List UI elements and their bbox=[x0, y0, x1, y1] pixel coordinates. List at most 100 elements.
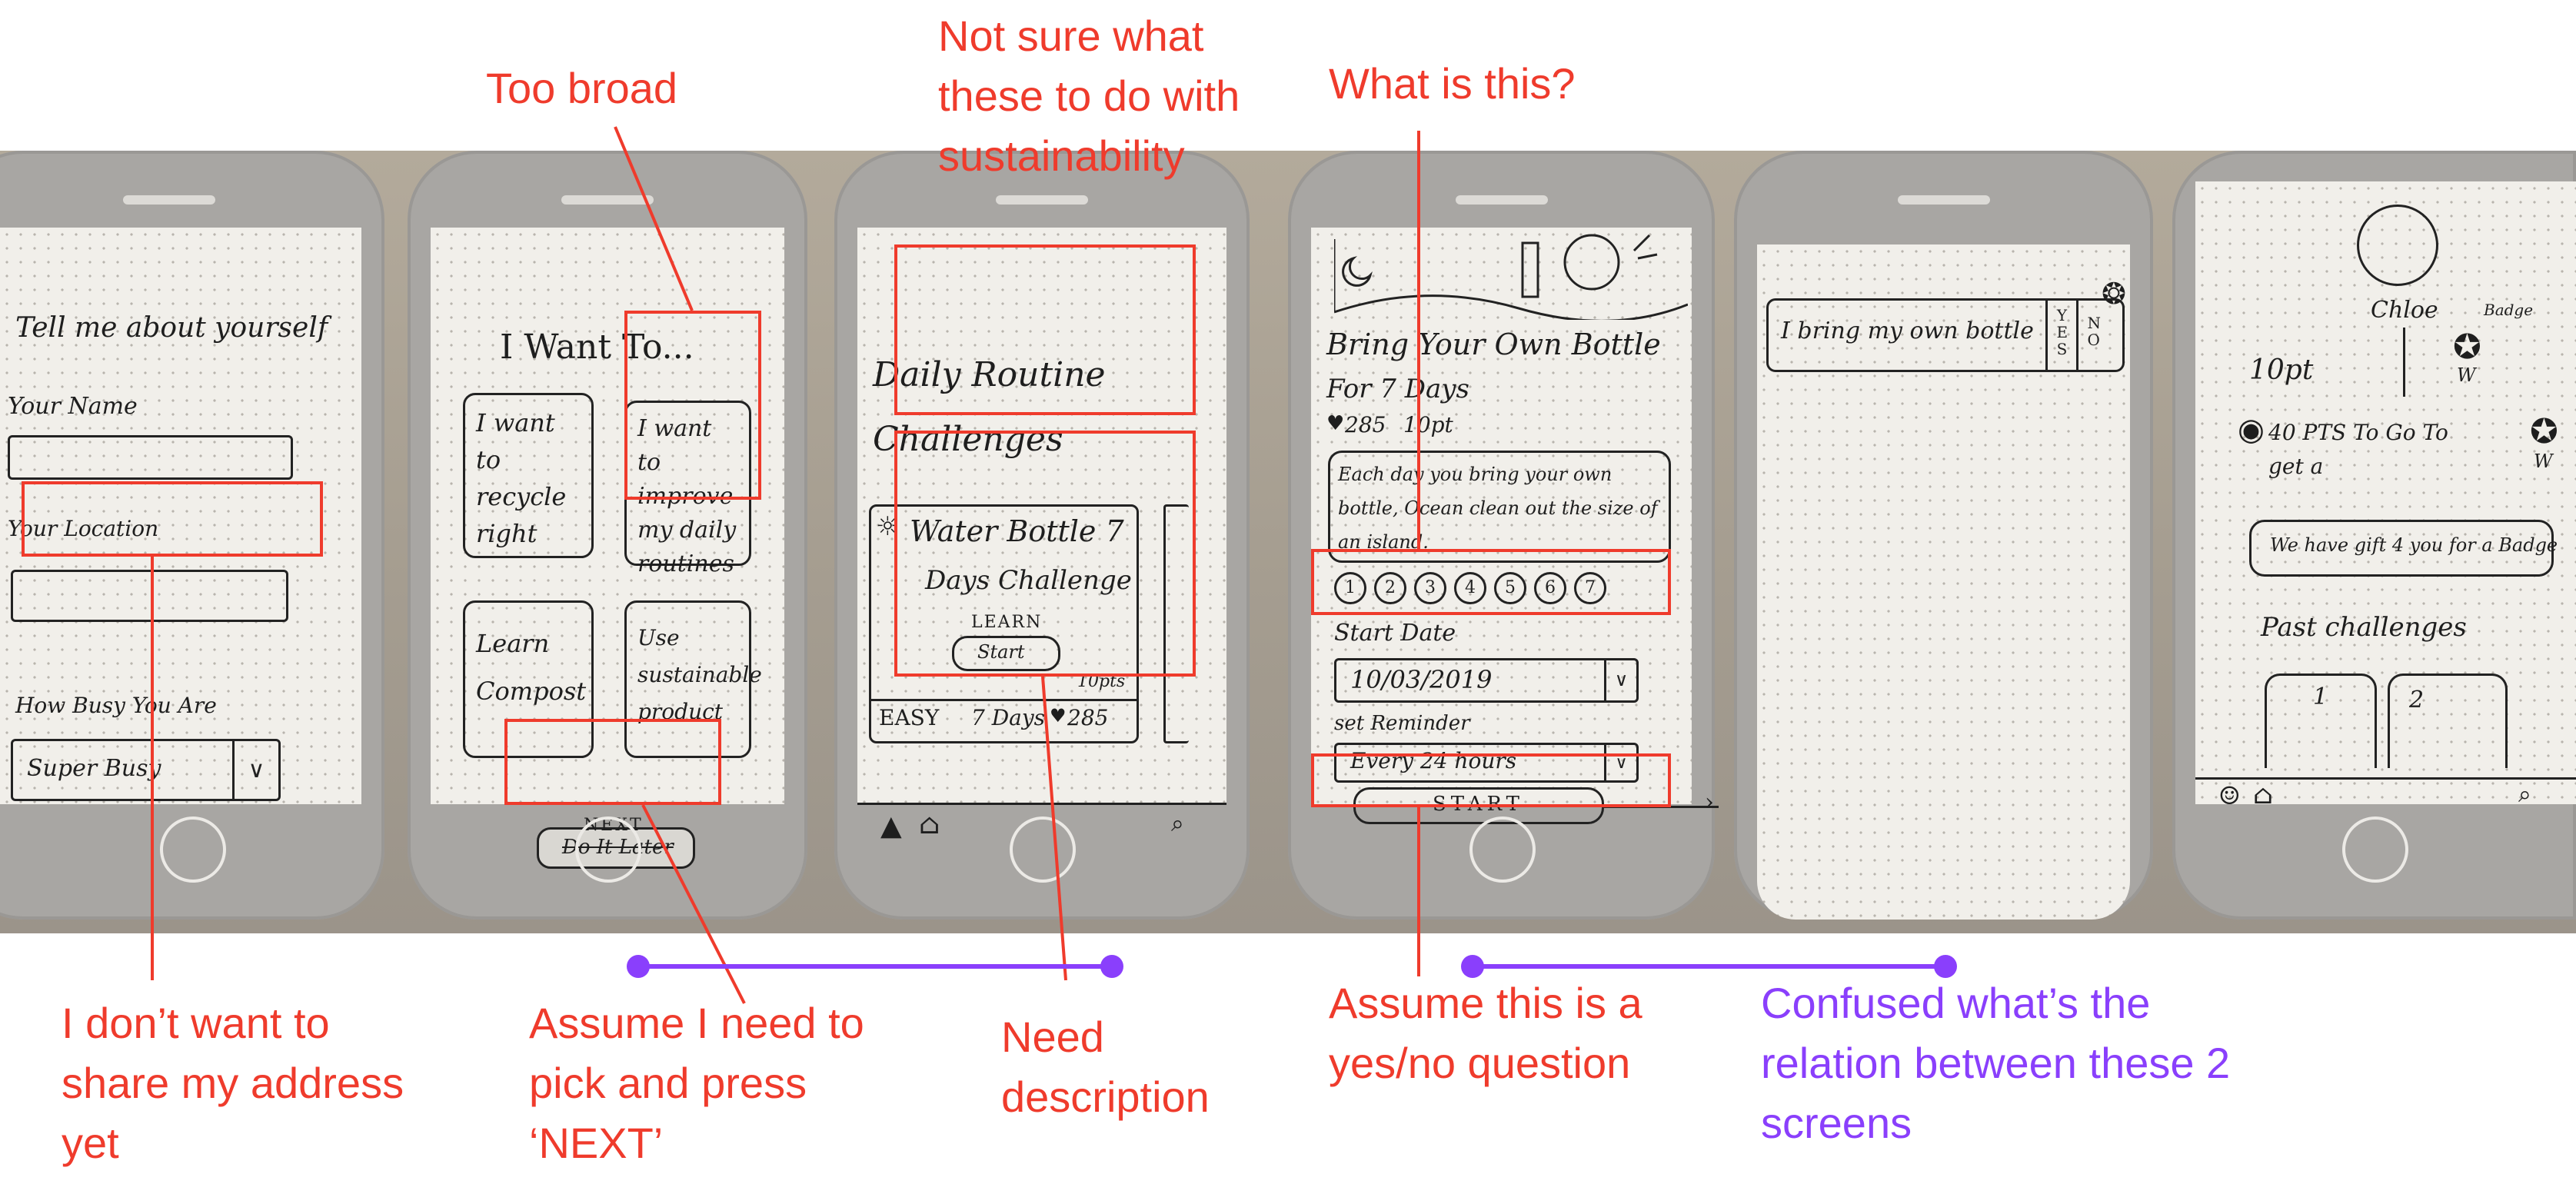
phone-goals: I Want To... I want to recycle right I w… bbox=[408, 151, 807, 920]
card-subtitle: Days Challenge bbox=[925, 565, 1132, 596]
search-icon[interactable]: ⌕ bbox=[2518, 781, 2531, 808]
busy-select-value: Super Busy bbox=[27, 755, 161, 782]
card-start-label: Start bbox=[977, 641, 1025, 663]
purple-connector-dot bbox=[627, 955, 650, 978]
card-difficulty: EASY bbox=[879, 705, 940, 730]
badge-star-icon: ✪ bbox=[2453, 328, 2481, 367]
goal-option-compost[interactable]: Learn Compost bbox=[463, 600, 594, 758]
phone-detail: Bring Your Own Bottle For 7 Days ♥ 285 1… bbox=[1288, 151, 1719, 920]
detail-subtitle: For 7 Days bbox=[1326, 374, 1469, 404]
scribble-icon: ❂ bbox=[2102, 277, 2126, 311]
points-divider bbox=[2403, 328, 2405, 397]
goal-option-sustainable[interactable]: Use sustainable product bbox=[624, 600, 762, 758]
highlight-category-heading bbox=[894, 244, 1196, 415]
goal-option-recycle[interactable]: I want to recycle right bbox=[463, 393, 594, 558]
day-circle[interactable]: 3 bbox=[1414, 572, 1446, 604]
day-circle[interactable]: 6 bbox=[1534, 572, 1566, 604]
tab-bar-divider bbox=[2195, 777, 2576, 780]
heart-icon: ♥ bbox=[1050, 705, 1067, 727]
annotation-need-description: Need description bbox=[1001, 1013, 1210, 1121]
tab-bar-divider bbox=[857, 803, 1226, 805]
reminder-select[interactable]: Every 24 hours ∨ bbox=[1334, 743, 1639, 783]
no-label: NO bbox=[2087, 314, 2102, 349]
gift-message: We have gift 4 you for a Badge bbox=[2270, 534, 2558, 556]
past-challenges-header: Past challenges bbox=[2261, 612, 2467, 643]
avatar bbox=[2357, 205, 2438, 286]
annotation-assume-next: Assume I need to pick and press ‘NEXT’ bbox=[529, 999, 864, 1167]
highlight-next-button bbox=[504, 719, 721, 805]
phone-checkin: I bring my own bottle YES NO ❂ bbox=[1734, 151, 2153, 920]
card-start-button[interactable]: Start bbox=[952, 636, 1060, 671]
badge-label: Badge bbox=[2484, 301, 2534, 319]
card-title: Water Bottle 7 bbox=[910, 514, 1124, 548]
search-icon[interactable]: ⌕ bbox=[1171, 810, 1184, 837]
profile-heading: Tell me about yourself bbox=[15, 312, 328, 344]
goals-heading: I Want To... bbox=[500, 328, 694, 367]
challenge-card[interactable]: ☼ Water Bottle 7 Days Challenge LEARN St… bbox=[869, 504, 1139, 743]
start-date-select[interactable]: 10/03/2019 ∨ bbox=[1334, 658, 1639, 703]
highlight-challenge-card bbox=[894, 431, 1196, 677]
person-icon[interactable]: ☺ bbox=[2218, 781, 2241, 810]
yes-button[interactable]: YES bbox=[2045, 301, 2076, 370]
start-date-label: Start Date bbox=[1334, 620, 1456, 647]
purple-connector-dot bbox=[1100, 955, 1123, 978]
day-circle[interactable]: 5 bbox=[1494, 572, 1526, 604]
points-to-go: 40 PTS To Go To get a bbox=[2268, 420, 2448, 479]
card-likes: 285 bbox=[1067, 705, 1109, 730]
card-divider bbox=[871, 699, 1137, 701]
past-challenge-card[interactable]: 1 bbox=[2265, 673, 2377, 768]
goal-option-routines[interactable]: I want to improve my daily routines bbox=[624, 401, 751, 577]
gift-banner[interactable]: We have gift 4 you for a Badge bbox=[2249, 520, 2558, 577]
highlight-location-input bbox=[22, 481, 323, 557]
goal-option-label: Use sustainable product bbox=[637, 625, 762, 724]
home-button[interactable] bbox=[1010, 816, 1076, 883]
phone-challenges: Daily Routine Challenges ☼ Water Bottle … bbox=[834, 151, 1250, 920]
day-circle[interactable]: 2 bbox=[1374, 572, 1406, 604]
location-label: Your Location bbox=[8, 516, 159, 541]
checkin-row[interactable]: I bring my own bottle YES NO bbox=[1766, 298, 2125, 372]
detail-title: Bring Your Own Bottle bbox=[1326, 328, 1661, 361]
name-input[interactable] bbox=[8, 435, 293, 480]
past-challenge-label: 2 bbox=[2409, 687, 2425, 713]
busy-select[interactable]: Super Busy ∨ bbox=[11, 739, 281, 801]
location-input[interactable] bbox=[11, 570, 288, 622]
reminder-label: set Reminder bbox=[1334, 712, 1470, 735]
next-card-peek[interactable] bbox=[1163, 504, 1189, 743]
chevron-down-icon: ∨ bbox=[1604, 745, 1636, 780]
no-button[interactable]: NO bbox=[2076, 301, 2107, 370]
flow-arrow-head: › bbox=[1705, 789, 1714, 816]
goal-option-label: I want to recycle right bbox=[476, 408, 567, 548]
challenge-category: Daily Routine Challenges bbox=[873, 355, 1106, 459]
day-circle[interactable]: 1 bbox=[1334, 572, 1366, 604]
annotation-not-sure: Not sure what these to do with sustainab… bbox=[938, 12, 1240, 180]
header-illustration bbox=[1334, 234, 1688, 320]
highlight-reminder-select bbox=[1311, 753, 1671, 807]
past-challenge-card[interactable]: 2 bbox=[2388, 673, 2508, 768]
screen-detail: Bring Your Own Bottle For 7 Days ♥ 285 1… bbox=[1311, 228, 1719, 824]
day-circle[interactable]: 4 bbox=[1454, 572, 1486, 604]
next-badge-star-icon: ✪ bbox=[2530, 412, 2558, 451]
name-label: Your Name bbox=[8, 393, 138, 420]
checkin-prompt: I bring my own bottle bbox=[1781, 318, 2034, 344]
home-button[interactable] bbox=[2341, 816, 2408, 883]
home-button[interactable] bbox=[575, 816, 641, 883]
phone-speaker bbox=[123, 195, 215, 205]
detail-points: 10pt bbox=[1403, 412, 1453, 437]
home-icon[interactable]: ⌂ bbox=[2253, 780, 2273, 810]
day-circle[interactable]: 7 bbox=[1574, 572, 1606, 604]
user-name: Chloe bbox=[2371, 297, 2438, 324]
phone-speaker bbox=[1455, 195, 1548, 205]
purple-connector-dot bbox=[1461, 955, 1484, 978]
start-date-value: 10/03/2019 bbox=[1350, 665, 1493, 694]
home-button[interactable] bbox=[1469, 816, 1536, 883]
annotation-yes-no: Assume this is a yes/no question bbox=[1329, 979, 1642, 1087]
past-challenge-label: 1 bbox=[2313, 683, 2328, 710]
home-icon[interactable]: ⌂ bbox=[919, 809, 940, 840]
person-icon[interactable]: ▲ bbox=[880, 810, 902, 842]
screen-profile: Tell me about yourself Your Name Your Lo… bbox=[0, 228, 361, 804]
badge-letter: W bbox=[2457, 364, 2476, 386]
home-button[interactable] bbox=[160, 816, 226, 883]
